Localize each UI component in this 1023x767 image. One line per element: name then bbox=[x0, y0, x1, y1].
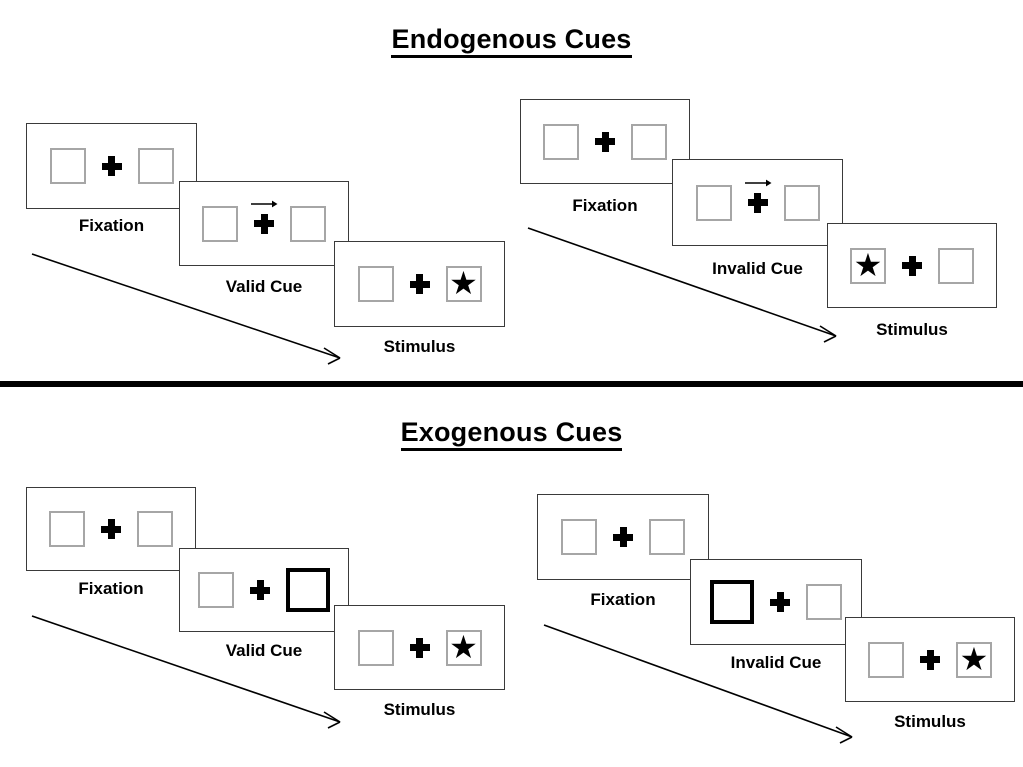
target-box-left[interactable]: ★ bbox=[850, 246, 886, 284]
fixation-cross-icon bbox=[250, 580, 270, 600]
panel-content bbox=[202, 200, 326, 247]
fixation-slot bbox=[86, 143, 138, 189]
star-icon: ★ bbox=[959, 640, 989, 677]
fixation-slot bbox=[234, 567, 286, 613]
fixation-cross-icon bbox=[902, 255, 922, 276]
fixation-slot bbox=[238, 200, 290, 247]
target-box-right[interactable] bbox=[649, 519, 685, 555]
panel-label-endogenous-valid-stimulus: Stimulus bbox=[383, 337, 456, 356]
fixation-cross-icon bbox=[409, 274, 430, 294]
panel-content bbox=[49, 506, 173, 552]
section-title-endogenous: Endogenous Cues bbox=[0, 24, 1023, 58]
fixation-cross-icon bbox=[747, 192, 768, 213]
arrow-right-icon bbox=[251, 200, 278, 207]
section-title-exogenous: Exogenous Cues bbox=[0, 417, 1023, 451]
target-box-right[interactable] bbox=[938, 247, 974, 284]
panel-content bbox=[695, 179, 820, 226]
fixation-slot bbox=[597, 514, 649, 560]
fixation-slot bbox=[394, 625, 446, 671]
fixation-slot bbox=[394, 261, 446, 307]
target-box-left[interactable] bbox=[357, 629, 394, 666]
panel-endogenous-valid-cue[interactable] bbox=[179, 181, 349, 266]
panel-label-exogenous-valid-cue: Valid Cue bbox=[225, 641, 303, 660]
target-box-right[interactable] bbox=[290, 205, 326, 242]
panel-content bbox=[49, 143, 174, 189]
panel-content bbox=[543, 119, 667, 165]
fixation-slot bbox=[754, 579, 806, 625]
fixation-cross-icon bbox=[770, 592, 790, 612]
target-box-right[interactable]: ★ bbox=[445, 628, 482, 666]
panel-endogenous-invalid-cue[interactable] bbox=[672, 159, 843, 246]
panel-label-endogenous-valid-fixation: Fixation bbox=[78, 216, 145, 235]
target-box-right[interactable] bbox=[137, 511, 173, 547]
fixation-cross-icon bbox=[409, 637, 430, 658]
panel-content: ★ bbox=[357, 261, 482, 307]
target-box-left[interactable] bbox=[202, 205, 238, 242]
panel-content: ★ bbox=[850, 243, 974, 289]
target-box-left[interactable] bbox=[49, 148, 86, 184]
target-box-left[interactable] bbox=[198, 572, 234, 608]
panel-content: ★ bbox=[357, 625, 482, 671]
panel-label-endogenous-invalid-fixation: Fixation bbox=[572, 196, 638, 215]
fixation-cross-icon bbox=[920, 649, 940, 670]
panel-content bbox=[561, 514, 685, 560]
panel-endogenous-invalid-fixation[interactable] bbox=[520, 99, 690, 184]
panel-exogenous-valid-stimulus[interactable]: ★ bbox=[334, 605, 505, 690]
star-icon: ★ bbox=[449, 265, 478, 301]
fixation-slot bbox=[85, 506, 137, 552]
panel-exogenous-valid-fixation[interactable] bbox=[26, 487, 196, 571]
target-box-left[interactable] bbox=[695, 184, 732, 221]
target-box-right[interactable] bbox=[631, 123, 667, 160]
fixation-cross-icon bbox=[595, 131, 615, 152]
panel-label-exogenous-valid-fixation: Fixation bbox=[78, 579, 144, 598]
star-icon: ★ bbox=[853, 246, 883, 283]
fixation-slot bbox=[886, 243, 938, 289]
target-box-right[interactable]: ★ bbox=[445, 265, 482, 302]
fixation-cross-icon bbox=[101, 519, 121, 539]
star-icon: ★ bbox=[449, 628, 478, 665]
panel-label-endogenous-valid-cue: Valid Cue bbox=[225, 277, 303, 296]
panel-label-exogenous-invalid-cue: Invalid Cue bbox=[730, 653, 822, 672]
panel-label-endogenous-invalid-cue: Invalid Cue bbox=[712, 259, 803, 278]
fixation-slot bbox=[732, 179, 784, 226]
section-divider bbox=[0, 381, 1023, 387]
target-box-left-cued[interactable] bbox=[710, 580, 754, 624]
panel-endogenous-valid-fixation[interactable] bbox=[26, 123, 197, 209]
panel-label-exogenous-invalid-stimulus: Stimulus bbox=[894, 712, 966, 731]
target-box-right[interactable] bbox=[783, 184, 820, 221]
fixation-cross-icon bbox=[613, 527, 633, 547]
panel-label-exogenous-invalid-fixation: Fixation bbox=[590, 590, 656, 609]
target-box-left[interactable] bbox=[561, 519, 597, 555]
fixation-slot bbox=[904, 637, 956, 683]
target-box-right-cued[interactable] bbox=[286, 568, 330, 612]
target-box-right[interactable] bbox=[137, 148, 174, 184]
target-box-left[interactable] bbox=[868, 641, 904, 678]
section-title-endogenous-text: Endogenous Cues bbox=[391, 24, 632, 58]
target-box-left[interactable] bbox=[49, 511, 85, 547]
panel-content: ★ bbox=[868, 637, 992, 683]
target-box-left[interactable] bbox=[357, 266, 394, 302]
panel-exogenous-invalid-cue[interactable] bbox=[690, 559, 862, 645]
fixation-slot bbox=[579, 119, 631, 165]
panel-exogenous-invalid-fixation[interactable] bbox=[537, 494, 709, 580]
panel-endogenous-invalid-stimulus[interactable]: ★ bbox=[827, 223, 997, 308]
panel-exogenous-valid-cue[interactable] bbox=[179, 548, 349, 632]
fixation-cross-icon bbox=[254, 213, 274, 234]
panel-endogenous-valid-stimulus[interactable]: ★ bbox=[334, 241, 505, 327]
target-box-left[interactable] bbox=[543, 123, 579, 160]
target-box-right[interactable]: ★ bbox=[956, 640, 992, 678]
panel-label-exogenous-valid-stimulus: Stimulus bbox=[383, 700, 456, 719]
panel-label-endogenous-invalid-stimulus: Stimulus bbox=[876, 320, 948, 339]
target-box-right[interactable] bbox=[806, 584, 842, 620]
panel-exogenous-invalid-stimulus[interactable]: ★ bbox=[845, 617, 1015, 702]
fixation-cross-icon bbox=[101, 156, 122, 176]
arrow-right-icon bbox=[744, 179, 771, 186]
panel-content bbox=[198, 567, 330, 613]
panel-content bbox=[710, 579, 842, 625]
section-title-exogenous-text: Exogenous Cues bbox=[400, 417, 623, 451]
timeline-arrow-endogenous-valid bbox=[31, 253, 341, 365]
